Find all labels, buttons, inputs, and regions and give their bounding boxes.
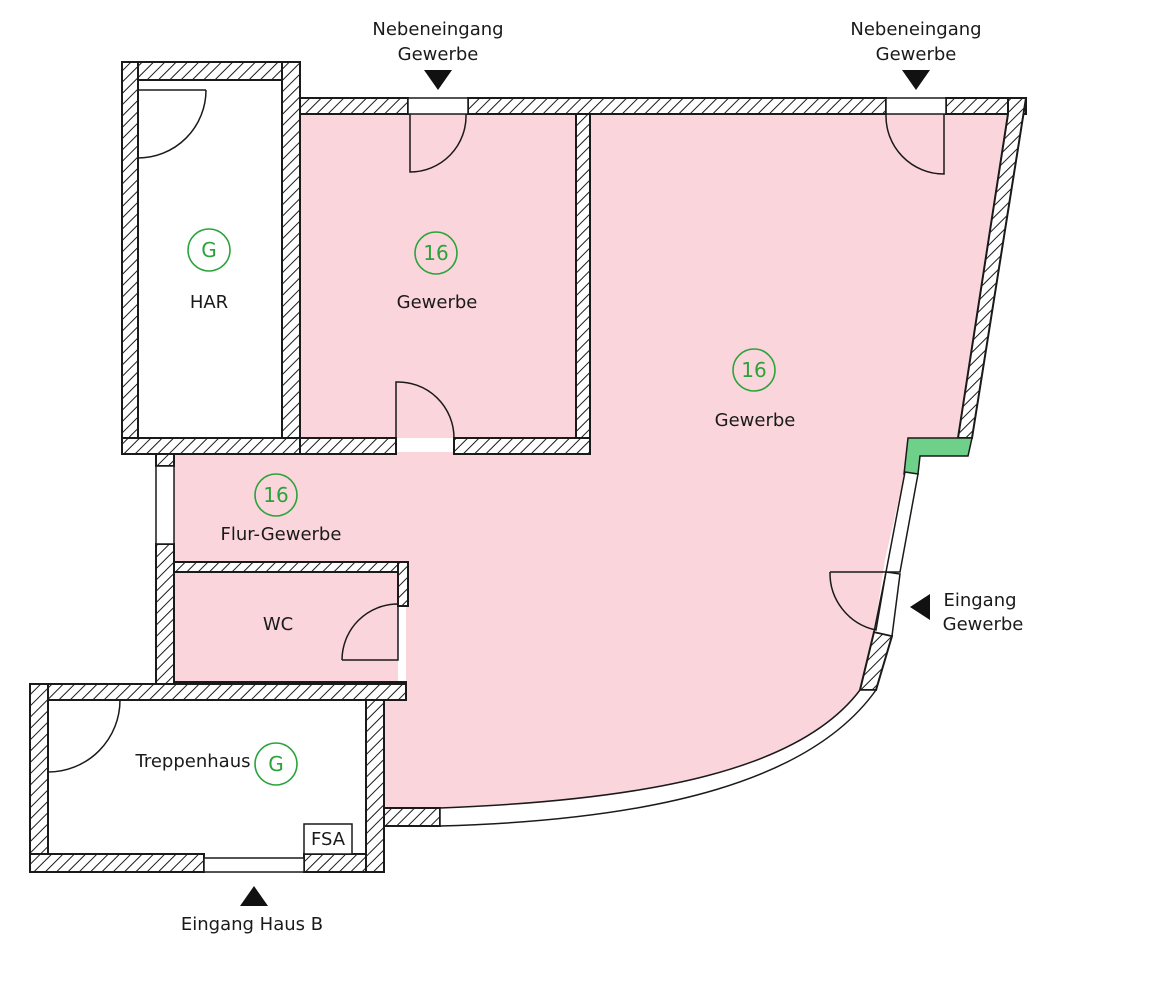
arrow-down-icon [424,70,452,90]
entrance-side-left-line1: Nebeneingang [372,19,503,40]
room-gewerbe-small-fill [300,114,576,438]
badge-har-text: G [201,238,217,262]
badge-gewerbe-small [414,231,458,275]
wall-flur-left-lower [155,543,175,685]
label-har: HAR [190,292,228,313]
wall-stairs-top [29,683,407,701]
badge-treppenhaus [254,742,298,786]
room-flur-fill [174,452,594,564]
label-treppenhaus: Treppenhaus [135,751,251,772]
room-gewerbe-large: 16 Gewerbe [715,348,796,431]
room-gewerbe-small: 16 Gewerbe [397,231,478,313]
entrance-side-right-line2: Gewerbe [876,44,957,65]
entrance-side-left-line2: Gewerbe [398,44,479,65]
arrow-down-icon [902,70,930,90]
arrow-up-icon [240,886,268,906]
wall-stairs-right-connector [383,807,441,827]
badge-treppenhaus-text: G [268,752,284,776]
fsa-label: FSA [311,829,346,850]
door-main-entrance [829,571,887,631]
door-gewerbe-small [395,381,455,439]
opening-house-b [203,857,305,873]
glazing-curve [439,689,878,827]
entrance-side-right-line1: Nebeneingang [850,19,981,40]
wall-stairs-bottom-a [29,853,205,873]
glazing-entrance [873,571,901,637]
wall-wc-right-top [397,561,409,607]
entrance-main-line2: Gewerbe [943,614,1024,635]
room-wc: WC [263,614,293,635]
door-har [137,89,207,159]
wall-gewerbe-bottom-a [299,437,397,455]
glazing-right [885,471,919,573]
opening-flur-left [155,465,175,545]
wall-stairs-left [29,683,49,873]
label-gewerbe-small: Gewerbe [397,292,478,313]
wall-top-b [467,97,887,115]
openings [155,97,947,873]
badge-gewerbe-large [732,348,776,392]
badge-har [187,228,231,272]
room-flur: 16 Flur-Gewerbe [221,473,342,545]
wall-stairs-right [365,699,385,873]
badge-gewerbe-large-text: 16 [741,358,766,382]
room-har: G HAR [187,228,231,313]
label-flur: Flur-Gewerbe [221,524,342,545]
room-treppenhaus: Treppenhaus G [135,742,298,786]
shaft-marker [903,437,973,475]
wall-har-bottom [121,437,301,455]
badge-gewerbe-small-text: 16 [423,241,448,265]
wall-gewerbe-bottom-b [453,437,591,455]
wall-har-top [121,61,301,81]
wall-divider-vertical [575,113,591,455]
entrance-side-right: Nebeneingang Gewerbe [850,19,982,90]
entrance-main-line1: Eingang [943,590,1016,611]
wall-wc-top [173,561,407,573]
badge-flur-text: 16 [263,483,288,507]
label-gewerbe-large: Gewerbe [715,410,796,431]
door-stairs [47,699,121,773]
entrance-main: Eingang Gewerbe [910,590,1023,635]
entrance-house-b-label: Eingang Haus B [181,914,323,935]
entrance-house-b: Eingang Haus B [181,886,323,935]
wall-har-left [121,61,139,455]
doors [47,89,945,773]
fsa-box [303,823,353,855]
arrow-left-icon [910,594,930,620]
label-wc: WC [263,614,293,635]
wall-har-right [281,61,301,455]
badge-flur [254,473,298,517]
commercial-area [174,114,1008,808]
door-side-right [885,113,945,175]
door-wc [341,603,399,661]
opening-top-right [885,97,947,115]
opening-top-left [407,97,469,115]
door-side-left [409,113,467,173]
walls [29,61,1028,873]
wall-top-a [299,97,409,115]
wall-flur-left-upper [155,453,175,467]
room-wc-fill [174,572,398,682]
entrance-side-left: Nebeneingang Gewerbe [372,19,504,90]
